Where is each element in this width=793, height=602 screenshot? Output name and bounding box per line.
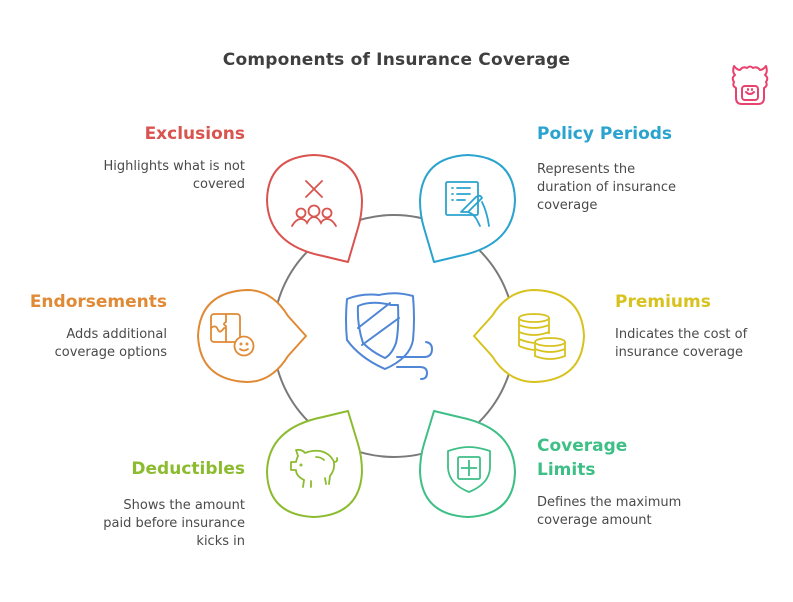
exclusions-pin[interactable] bbox=[266, 154, 363, 263]
coverage-limits-pin[interactable] bbox=[419, 410, 516, 518]
policy-periods-pin[interactable] bbox=[419, 154, 516, 263]
excluded-people-icon bbox=[291, 180, 337, 227]
shield-wind-icon bbox=[345, 292, 433, 380]
premiums-pin[interactable] bbox=[473, 289, 585, 383]
premiums-label: Premiums bbox=[615, 292, 711, 312]
deductibles-description: Shows the amount paid before insurance k… bbox=[103, 498, 245, 549]
coverage-limits-label: Coverage Limits bbox=[537, 436, 628, 480]
policy-periods-label: Policy Periods bbox=[537, 124, 673, 144]
puzzle-face-icon bbox=[210, 313, 255, 357]
deductibles-label: Deductibles bbox=[131, 459, 245, 479]
premiums-description: Indicates the cost of insurance coverage bbox=[615, 327, 748, 360]
endorsements-pin[interactable] bbox=[197, 289, 307, 383]
endorsements-label: Endorsements bbox=[29, 292, 167, 312]
coin-stack-icon bbox=[518, 313, 566, 360]
coverage-limits-description: Defines the maximum coverage amount bbox=[537, 495, 682, 528]
endorsements-description: Adds additional coverage options bbox=[54, 327, 167, 360]
exclusions-label: Exclusions bbox=[144, 124, 245, 144]
llama-logo-icon bbox=[731, 65, 769, 105]
shield-plus-icon bbox=[447, 446, 491, 493]
diagram-title: Components of Insurance Coverage bbox=[222, 50, 571, 70]
document-signing-icon bbox=[445, 181, 490, 227]
exclusions-description: Highlights what is not covered bbox=[103, 159, 245, 192]
deductibles-pin[interactable] bbox=[266, 410, 363, 518]
piggy-bank-icon bbox=[290, 448, 339, 488]
policy-periods-description: Represents the duration of insurance cov… bbox=[537, 162, 677, 213]
